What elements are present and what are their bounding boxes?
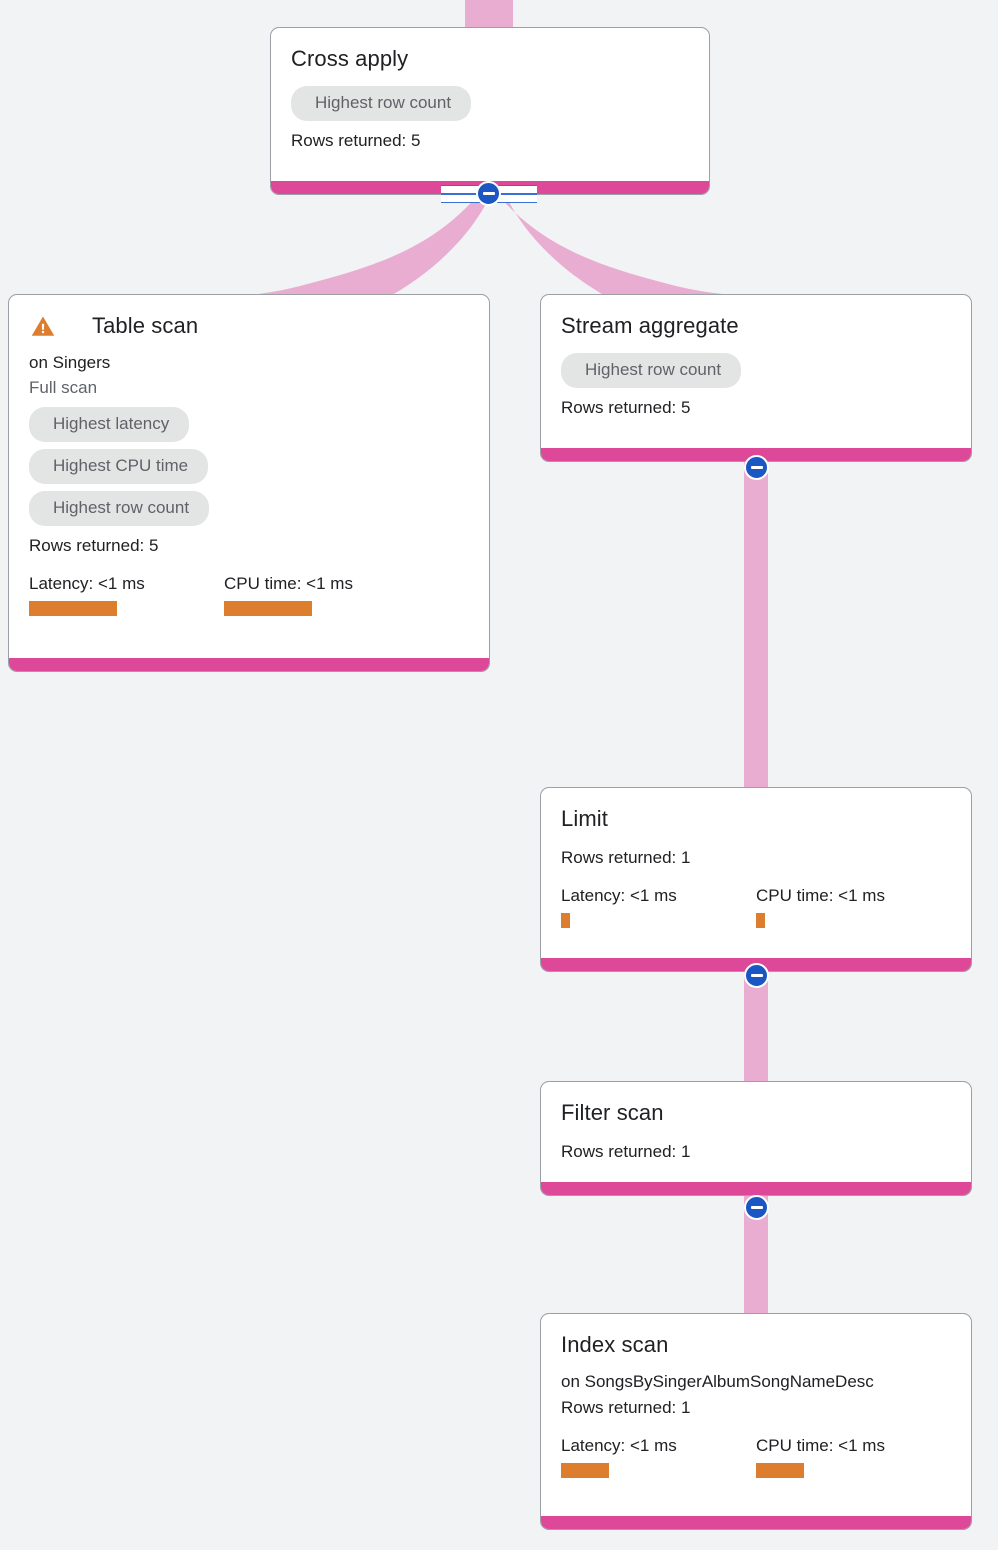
node-index-scan-accent-bar	[541, 1516, 971, 1529]
node-stream-aggregate[interactable]: Stream aggregate Highest row count Rows …	[540, 294, 972, 462]
node-cross-apply-body: Cross apply Highest row count Rows retur…	[271, 28, 709, 181]
collapse-toggle-stream-aggregate[interactable]	[744, 455, 769, 480]
node-filter-scan-accent-bar	[541, 1182, 971, 1195]
badge-highest-row-count: Highest row count	[291, 86, 472, 121]
node-stream-aggregate-title: Stream aggregate	[561, 313, 739, 338]
metric-cpu-time: CPU time: <1 ms	[756, 1435, 885, 1478]
node-limit[interactable]: Limit Rows returned: 1 Latency: <1 ms CP…	[540, 787, 972, 972]
badge-highest-row-count: Highest row count	[561, 353, 742, 388]
node-index-scan-metrics: Latency: <1 ms CPU time: <1 ms	[561, 1435, 951, 1478]
node-stream-aggregate-title-row: Stream aggregate	[561, 311, 739, 341]
node-cross-apply[interactable]: Cross apply Highest row count Rows retur…	[270, 27, 710, 195]
edge-root-inbound	[465, 0, 513, 28]
metric-cpu-time: CPU time: <1 ms	[224, 573, 353, 616]
metric-cpu-time: CPU time: <1 ms	[756, 885, 885, 928]
collapse-toggle-filter-scan[interactable]	[744, 1195, 769, 1220]
metric-latency-label: Latency: <1 ms	[29, 574, 145, 593]
node-table-scan-title: Table scan	[92, 313, 199, 338]
node-index-scan-subtitle: on SongsBySingerAlbumSongNameDesc	[561, 1372, 874, 1391]
node-table-scan-body: Table scan on Singers Full scan Highest …	[9, 295, 489, 658]
node-index-scan-body: Index scan on SongsBySingerAlbumSongName…	[541, 1314, 971, 1516]
metric-latency-label: Latency: <1 ms	[561, 1436, 677, 1455]
node-cross-apply-title: Cross apply	[291, 46, 409, 71]
node-filter-scan[interactable]: Filter scan Rows returned: 1	[540, 1081, 972, 1196]
metric-cpu-time-bar	[756, 1463, 804, 1478]
metric-latency: Latency: <1 ms	[561, 1435, 756, 1478]
badge-highest-cpu-time: Highest CPU time	[29, 449, 209, 484]
node-limit-metrics: Latency: <1 ms CPU time: <1 ms	[561, 885, 951, 928]
node-table-scan-metrics: Latency: <1 ms CPU time: <1 ms	[29, 573, 469, 616]
node-filter-scan-title-row: Filter scan	[561, 1098, 664, 1128]
edge-streamaggregate-to-limit	[744, 460, 768, 790]
metric-cpu-time-label: CPU time: <1 ms	[756, 886, 885, 905]
node-index-scan[interactable]: Index scan on SongsBySingerAlbumSongName…	[540, 1313, 972, 1530]
node-limit-title-row: Limit	[561, 804, 608, 834]
collapse-toggle-limit[interactable]	[744, 963, 769, 988]
metric-cpu-time-bar	[756, 913, 765, 928]
metric-latency-bar	[29, 601, 117, 616]
node-cross-apply-title-row: Cross apply	[291, 44, 408, 74]
node-filter-scan-rows-returned: Rows returned: 1	[561, 1142, 691, 1161]
collapse-toggle-cross-apply[interactable]	[476, 181, 501, 206]
node-table-scan-subtitle: on Singers	[29, 353, 111, 372]
node-table-scan-scan-type: Full scan	[29, 378, 98, 397]
metric-cpu-time-label: CPU time: <1 ms	[756, 1436, 885, 1455]
metric-latency: Latency: <1 ms	[29, 573, 224, 616]
node-stream-aggregate-body: Stream aggregate Highest row count Rows …	[541, 295, 971, 448]
badge-highest-latency: Highest latency	[29, 407, 190, 442]
node-index-scan-title: Index scan	[561, 1332, 669, 1357]
node-index-scan-title-row: Index scan	[561, 1330, 668, 1360]
node-limit-title: Limit	[561, 806, 608, 831]
metric-cpu-time-bar	[224, 601, 312, 616]
badge-highest-row-count: Highest row count	[29, 491, 210, 526]
node-cross-apply-rows-returned: Rows returned: 5	[291, 131, 421, 150]
metric-latency-bar	[561, 1463, 609, 1478]
metric-latency-bar	[561, 913, 570, 928]
metric-latency-label: Latency: <1 ms	[561, 886, 677, 905]
warning-triangle-icon	[31, 316, 55, 336]
node-limit-rows-returned: Rows returned: 1	[561, 848, 691, 867]
node-limit-body: Limit Rows returned: 1 Latency: <1 ms CP…	[541, 788, 971, 958]
metric-cpu-time-label: CPU time: <1 ms	[224, 574, 353, 593]
node-filter-scan-body: Filter scan Rows returned: 1	[541, 1082, 971, 1182]
node-index-scan-rows-returned: Rows returned: 1	[561, 1398, 691, 1417]
node-table-scan-rows-returned: Rows returned: 5	[29, 536, 159, 555]
node-table-scan[interactable]: Table scan on Singers Full scan Highest …	[8, 294, 490, 672]
node-table-scan-accent-bar	[9, 658, 489, 671]
node-filter-scan-title: Filter scan	[561, 1100, 664, 1125]
node-table-scan-title-row: Table scan	[29, 311, 198, 341]
node-stream-aggregate-rows-returned: Rows returned: 5	[561, 398, 691, 417]
metric-latency: Latency: <1 ms	[561, 885, 756, 928]
